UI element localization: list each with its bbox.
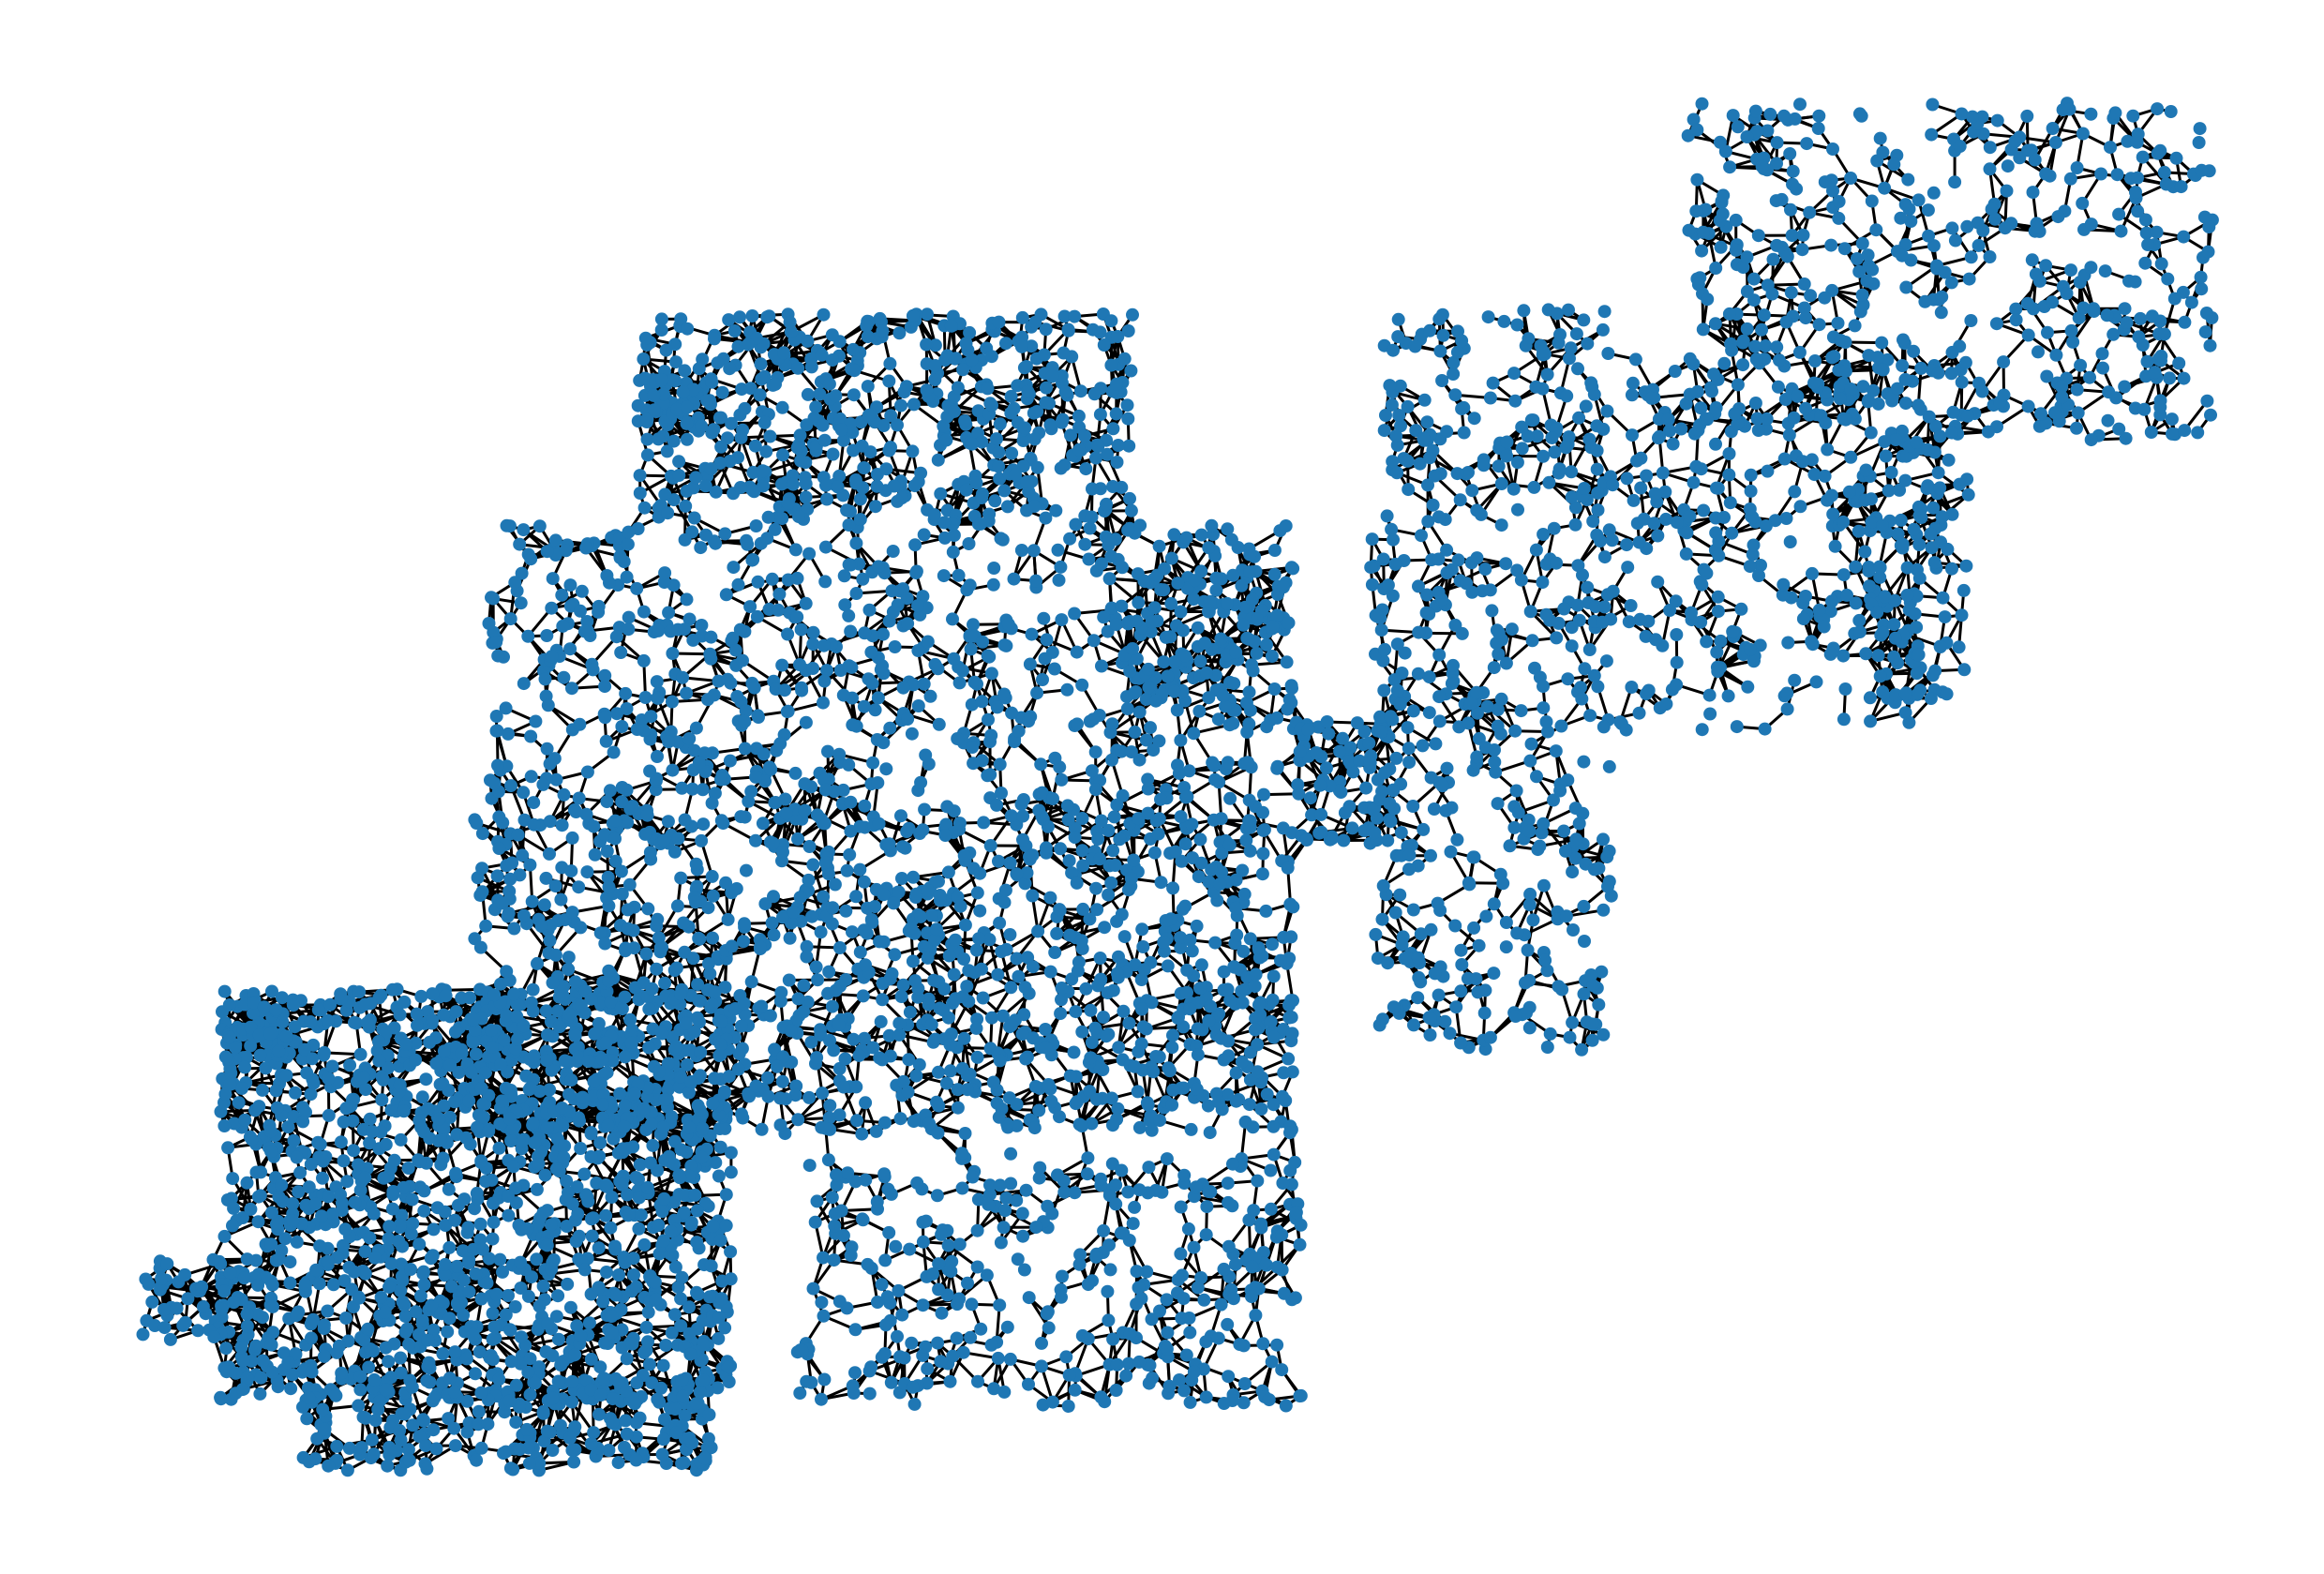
network-graph (136, 97, 2219, 1477)
